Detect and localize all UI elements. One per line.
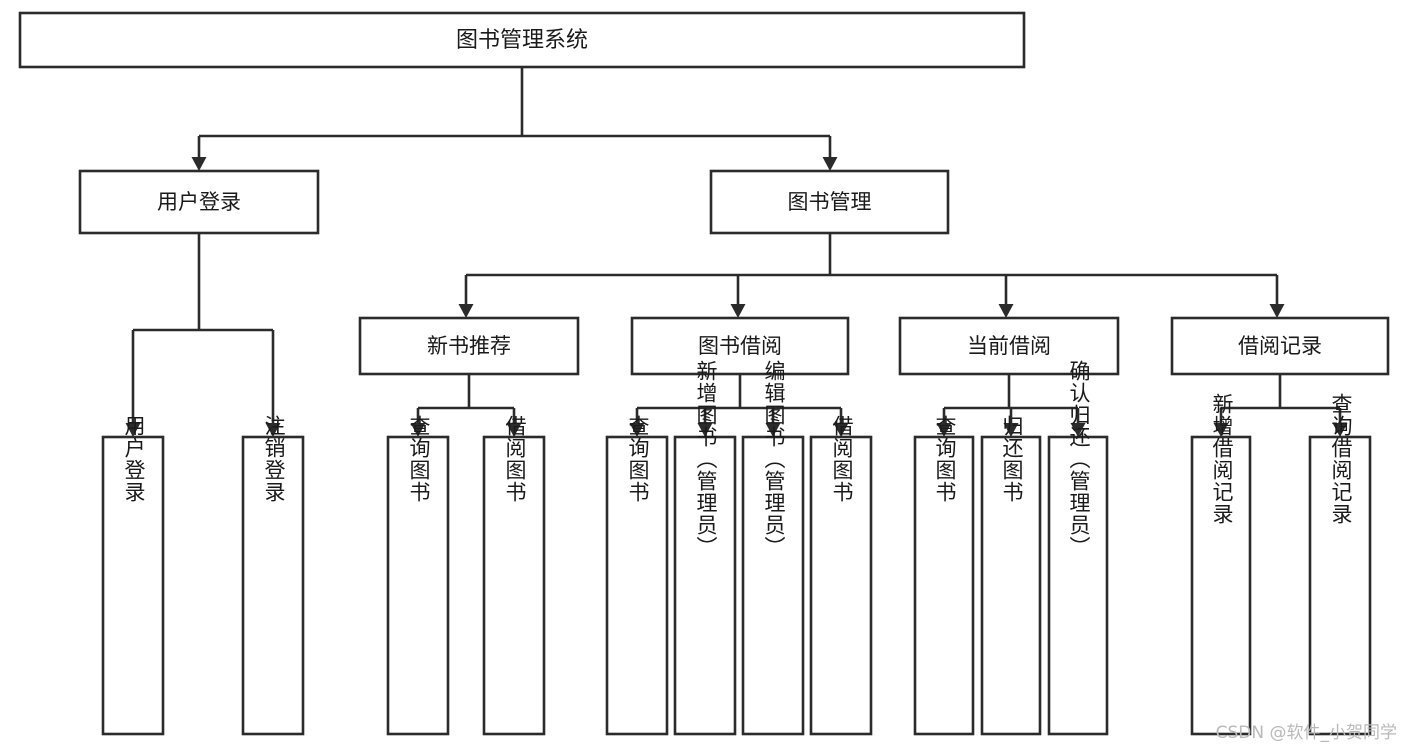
- node-box: [358, 316, 580, 376]
- node-box: [673, 435, 737, 736]
- node-box: [709, 169, 950, 235]
- arrow-head-icon: [410, 423, 426, 437]
- node-n-borrow-record[interactable]: 借阅记录: [1170, 316, 1390, 376]
- node-label: 图书管理系统: [456, 28, 588, 53]
- node-n-new-book[interactable]: 新书推荐: [358, 316, 580, 376]
- node-label: 用户登录: [157, 190, 241, 214]
- arrow-head-icon: [458, 304, 474, 318]
- node-label: 确认归还（管理员）: [1067, 360, 1091, 558]
- node-label: 查询图书: [933, 415, 957, 503]
- node-l-book-borrow-3[interactable]: 编辑图书（管理员）: [741, 360, 805, 736]
- arrow-head-icon: [697, 423, 713, 437]
- node-l-current-2[interactable]: 归还图书: [980, 415, 1042, 736]
- node-n-user-login[interactable]: 用户登录: [78, 169, 320, 235]
- node-label: 新书推荐: [427, 334, 511, 358]
- node-n-book-manage[interactable]: 图书管理: [709, 169, 950, 235]
- node-label: 借阅图书: [830, 415, 854, 503]
- node-label: 用户登录: [122, 415, 146, 503]
- node-box: [101, 435, 165, 736]
- node-box: [386, 435, 450, 736]
- arrow-head-icon: [765, 423, 781, 437]
- node-n-book-borrow[interactable]: 图书借阅: [630, 316, 850, 376]
- node-box: [980, 435, 1042, 736]
- node-box: [78, 169, 320, 235]
- node-l-record-1[interactable]: 新增借阅记录: [1190, 393, 1252, 736]
- node-n-current-borrow[interactable]: 当前借阅: [898, 316, 1120, 376]
- node-l-new-book-2[interactable]: 借阅图书: [482, 415, 546, 736]
- node-box: [1190, 435, 1252, 736]
- node-label: 查询图书: [407, 415, 431, 503]
- arrow-head-icon: [998, 304, 1014, 318]
- node-label: 查询图书: [626, 415, 650, 503]
- node-box: [1308, 435, 1372, 736]
- node-box: [1170, 316, 1390, 376]
- arrow-head-icon: [1269, 304, 1285, 318]
- node-l-new-book-1[interactable]: 查询图书: [386, 415, 450, 736]
- node-box: [482, 435, 546, 736]
- node-box: [18, 11, 1026, 69]
- arrow-head-icon: [936, 423, 952, 437]
- node-box: [898, 316, 1120, 376]
- node-box: [1047, 435, 1109, 736]
- node-root[interactable]: 图书管理系统: [18, 11, 1026, 69]
- node-l-book-borrow-2[interactable]: 新增图书（管理员）: [673, 360, 737, 736]
- arrow-head-icon: [833, 423, 849, 437]
- arrow-head-icon: [265, 423, 281, 437]
- arrow-head-icon: [1213, 423, 1229, 437]
- node-l-current-1[interactable]: 查询图书: [913, 415, 975, 736]
- node-label: 新增借阅记录: [1210, 393, 1234, 525]
- node-l-book-borrow-4[interactable]: 借阅图书: [809, 415, 873, 736]
- node-label: 当前借阅: [967, 334, 1051, 358]
- node-box: [809, 435, 873, 736]
- node-l-user-login-2[interactable]: 注销登录: [241, 415, 305, 736]
- arrow-head-icon: [506, 423, 522, 437]
- node-label: 借阅记录: [1238, 334, 1322, 358]
- node-box: [741, 435, 805, 736]
- arrow-head-icon: [191, 157, 207, 171]
- node-l-current-3[interactable]: 确认归还（管理员）: [1047, 360, 1109, 736]
- arrow-head-icon: [125, 423, 141, 437]
- node-label: 图书管理: [788, 190, 872, 214]
- node-label: 注销登录: [262, 415, 286, 503]
- node-label: 编辑图书（管理员）: [762, 360, 786, 558]
- arrow-head-icon: [1003, 423, 1019, 437]
- node-label: 新增图书（管理员）: [694, 360, 718, 558]
- node-label: 借阅图书: [503, 415, 527, 503]
- node-layer: 图书管理系统用户登录图书管理新书推荐图书借阅当前借阅借阅记录用户登录注销登录查询…: [18, 11, 1390, 736]
- node-box: [605, 435, 669, 736]
- connector-layer: [125, 67, 1348, 437]
- node-l-user-login-1[interactable]: 用户登录: [101, 415, 165, 736]
- node-label: 图书借阅: [698, 334, 782, 358]
- node-box: [241, 435, 305, 736]
- node-box: [913, 435, 975, 736]
- arrow-head-icon: [1332, 423, 1348, 437]
- node-label: 查询借阅记录: [1329, 393, 1353, 525]
- arrow-head-icon: [1070, 423, 1086, 437]
- arrow-head-icon: [822, 157, 838, 171]
- arrow-head-icon: [629, 423, 645, 437]
- node-l-book-borrow-1[interactable]: 查询图书: [605, 415, 669, 736]
- arrow-head-icon: [730, 304, 746, 318]
- node-label: 归还图书: [1000, 415, 1024, 503]
- node-box: [630, 316, 850, 376]
- node-l-record-2[interactable]: 查询借阅记录: [1308, 393, 1372, 736]
